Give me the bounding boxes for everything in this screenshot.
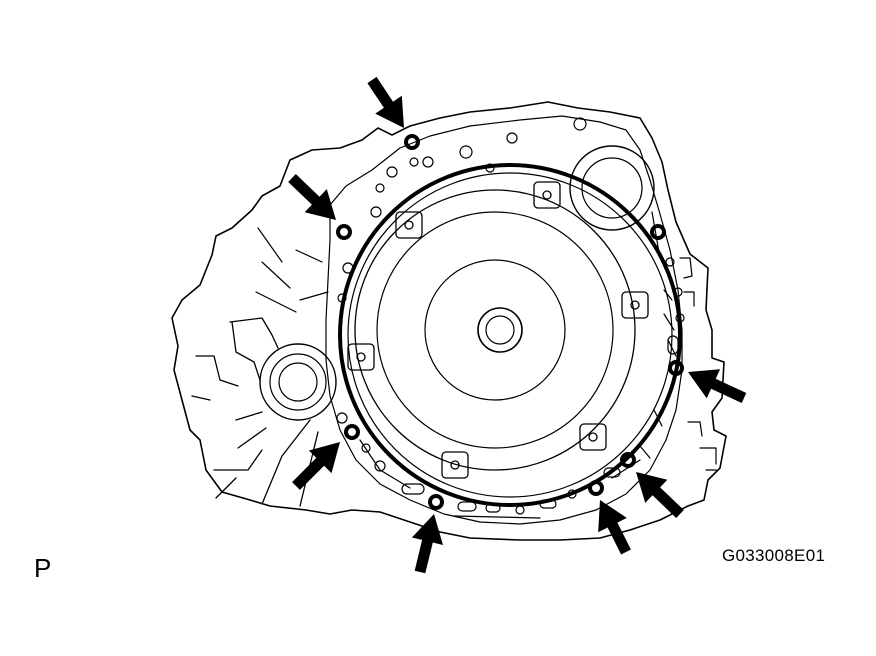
- axle-seal-inner: [278, 362, 318, 402]
- axle-seal-outer: [259, 343, 337, 421]
- view-label: P: [34, 553, 52, 583]
- axle-seal-mid: [269, 353, 327, 411]
- pointer-arrow: [636, 472, 684, 518]
- pointer-arrow: [411, 514, 443, 574]
- bolt-lower-left: [344, 424, 360, 440]
- small-holes: [336, 117, 685, 515]
- housing-seal-ring-inner: [347, 172, 673, 498]
- converter-hub: [477, 307, 523, 353]
- case-inner-flange: [325, 115, 683, 525]
- lower-passages: [359, 335, 679, 519]
- pointer-arrow: [292, 442, 340, 490]
- pointer-arrow: [598, 500, 631, 555]
- bolt-right: [668, 360, 684, 376]
- pointer-arrow: [688, 369, 747, 403]
- converter-outer: [354, 189, 636, 471]
- bolt-top: [404, 134, 420, 150]
- bolt-bottom: [428, 494, 444, 510]
- right-passages: [639, 211, 677, 459]
- marked-bolts: [336, 134, 684, 510]
- converter-mid: [376, 211, 614, 449]
- pointer-arrow: [367, 76, 404, 128]
- case-outline: [171, 101, 727, 541]
- bolt-bottom-right: [588, 480, 604, 496]
- converter-lugs: [347, 181, 649, 479]
- upper-boss-inner: [581, 157, 643, 219]
- bolt-lower-right: [620, 452, 636, 468]
- figure-code: G033008E01: [722, 546, 826, 565]
- bolt-upper-right: [650, 224, 666, 240]
- upper-boss-outer: [569, 145, 655, 231]
- right-edge-detail: [679, 257, 717, 471]
- converter-hub-bore: [485, 315, 515, 345]
- housing-seal-ring: [338, 163, 682, 507]
- converter-hub-ring: [424, 259, 566, 401]
- pointer-arrows: [288, 76, 747, 574]
- bolt-upper-left: [336, 224, 352, 240]
- pointer-arrow: [288, 174, 336, 220]
- left-ribs: [255, 227, 329, 313]
